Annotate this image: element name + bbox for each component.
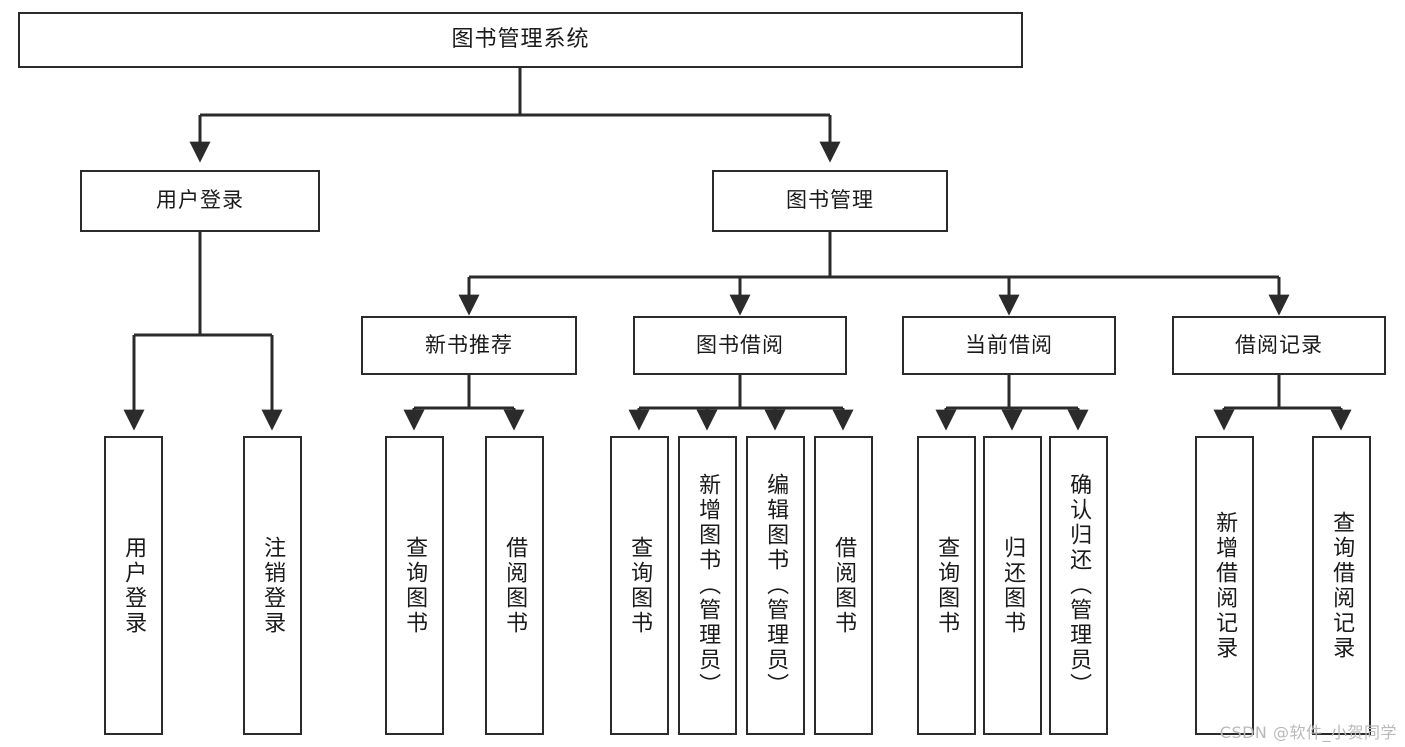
leaf-book-borrow-add[interactable]: 新增图书（管理员） [678,436,737,735]
node-label: 图书管理 [786,188,874,213]
leaf-current-borrow-confirm-return[interactable]: 确认归还（管理员） [1049,436,1108,735]
node-label: 查询图书 [627,535,653,636]
node-new-book-recommend[interactable]: 新书推荐 [361,316,577,375]
leaf-new-book-query[interactable]: 查询图书 [385,436,444,735]
leaf-book-borrow-borrow[interactable]: 借阅图书 [814,436,873,735]
watermark: CSDN @软件_小贺同学 [1219,723,1397,742]
node-label: 新书推荐 [425,332,513,357]
node-label: 用户登录 [121,535,147,636]
node-label: 归还图书 [1000,535,1026,636]
leaf-current-borrow-return[interactable]: 归还图书 [983,436,1042,735]
leaf-book-borrow-query[interactable]: 查询图书 [610,436,669,735]
node-label: 编辑图书（管理员） [763,473,789,698]
node-book-borrow[interactable]: 图书借阅 [633,316,847,375]
leaf-user-login-login[interactable]: 用户登录 [104,436,163,735]
node-label: 查询图书 [934,535,960,636]
node-label: 借阅图书 [831,535,857,636]
node-book-management[interactable]: 图书管理 [712,170,948,232]
node-current-borrow[interactable]: 当前借阅 [902,316,1116,375]
leaf-borrow-record-query[interactable]: 查询借阅记录 [1312,436,1371,735]
node-label: 用户登录 [156,188,244,213]
node-label: 借阅记录 [1235,332,1323,357]
node-label: 借阅图书 [502,535,528,636]
node-user-login[interactable]: 用户登录 [80,170,320,232]
node-label: 图书管理系统 [451,26,590,52]
node-label: 当前借阅 [965,332,1053,357]
node-label: 图书借阅 [696,332,784,357]
node-label: 新增借阅记录 [1212,510,1238,661]
node-label: 查询图书 [402,535,428,636]
node-label: 确认归还（管理员） [1066,473,1092,698]
leaf-user-login-logout[interactable]: 注销登录 [243,436,302,735]
leaf-current-borrow-query[interactable]: 查询图书 [917,436,976,735]
leaf-book-borrow-edit[interactable]: 编辑图书（管理员） [746,436,805,735]
node-label: 新增图书（管理员） [695,473,721,698]
node-label: 注销登录 [260,535,286,636]
node-borrow-record[interactable]: 借阅记录 [1172,316,1386,375]
leaf-borrow-record-add[interactable]: 新增借阅记录 [1195,436,1254,735]
node-label: 查询借阅记录 [1329,510,1355,661]
leaf-new-book-borrow[interactable]: 借阅图书 [485,436,544,735]
node-root[interactable]: 图书管理系统 [18,12,1023,68]
